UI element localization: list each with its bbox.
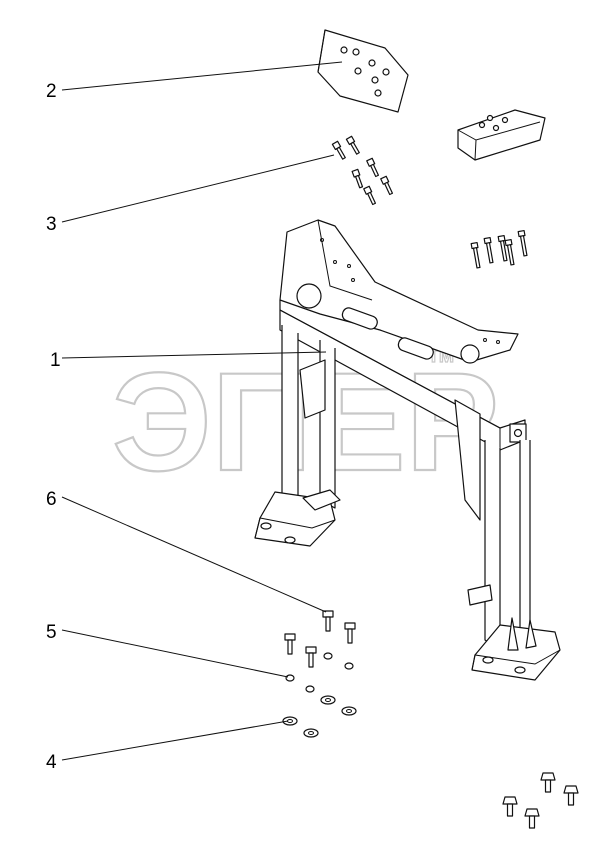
part-3-bolts bbox=[331, 135, 394, 206]
part-5-nuts bbox=[285, 652, 354, 693]
watermark: ЭПЕР TM bbox=[111, 342, 500, 501]
callout-5: 5 bbox=[46, 622, 57, 643]
part-4-washers bbox=[282, 695, 357, 738]
callout-6: 6 bbox=[46, 489, 57, 510]
flange-bolts bbox=[502, 772, 579, 829]
callout-labels: 2 3 1 6 5 4 bbox=[46, 81, 61, 773]
part-6-bolts bbox=[284, 610, 356, 668]
watermark-text: ЭПЕР bbox=[112, 343, 499, 500]
part-1-frame bbox=[254, 219, 561, 681]
callout-1: 1 bbox=[50, 350, 61, 371]
callout-3: 3 bbox=[46, 214, 57, 235]
leader-lines bbox=[61, 61, 343, 761]
callout-4: 4 bbox=[46, 752, 57, 773]
callout-2: 2 bbox=[46, 81, 57, 102]
part-2-plate bbox=[317, 29, 409, 113]
bolts-group-right bbox=[470, 229, 528, 269]
bracket-plate bbox=[457, 109, 546, 161]
